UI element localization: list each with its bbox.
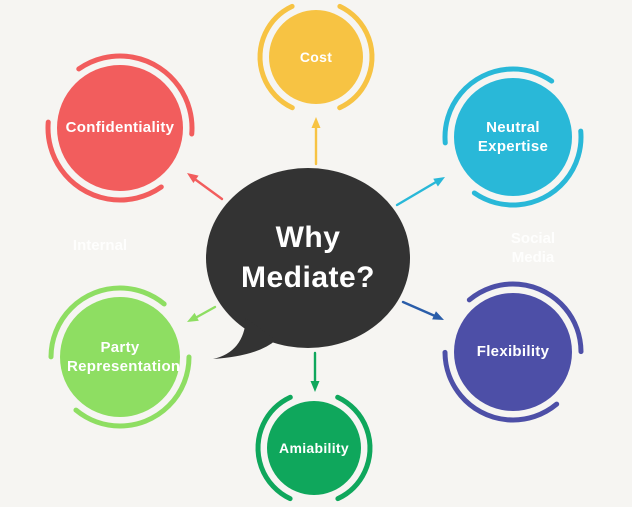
center-title-line2: Mediate? <box>240 261 376 294</box>
speech-bubble <box>206 168 410 359</box>
node-amiability: Amiability <box>267 401 361 495</box>
node-neutral-expertise-label: Neutral Expertise <box>477 118 549 156</box>
node-amiability-label: Amiability <box>279 439 349 456</box>
amiability-ring <box>255 389 373 507</box>
node-neutral-expertise: Neutral Expertise <box>454 78 572 196</box>
flexibility-arrow <box>401 300 444 320</box>
cost-ring <box>257 0 375 116</box>
speech-bubble-tail <box>213 318 276 359</box>
center-title: Why Mediate? <box>206 170 410 346</box>
watermark-internal: Internal <box>72 237 128 254</box>
neutral-expertise-ring <box>442 66 584 208</box>
center-title-line1: Why <box>275 220 341 254</box>
amiability-arrow <box>310 351 320 392</box>
node-confidentiality: Confidentiality <box>57 65 183 191</box>
party-representation-ring <box>48 285 192 429</box>
node-cost: Cost <box>269 10 363 104</box>
node-flexibility: Flexibility <box>454 293 572 411</box>
node-cost-label: Cost <box>299 48 333 65</box>
cost-arrow <box>311 117 321 166</box>
confidentiality-arrow <box>187 173 224 201</box>
node-flexibility-label: Flexibility <box>476 343 550 361</box>
node-party-representation-label: Party Representation <box>67 338 181 376</box>
neutral-expertise-arrow <box>395 177 445 207</box>
speech-bubble-body <box>206 168 410 348</box>
node-confidentiality-label: Confidentiality <box>65 119 175 137</box>
node-party-representation: Party Representation <box>60 297 180 417</box>
party-representation-arrow <box>187 305 217 322</box>
watermark-social-media: Social Media <box>510 230 556 266</box>
confidentiality-ring <box>45 53 195 203</box>
flexibility-ring <box>442 281 584 423</box>
